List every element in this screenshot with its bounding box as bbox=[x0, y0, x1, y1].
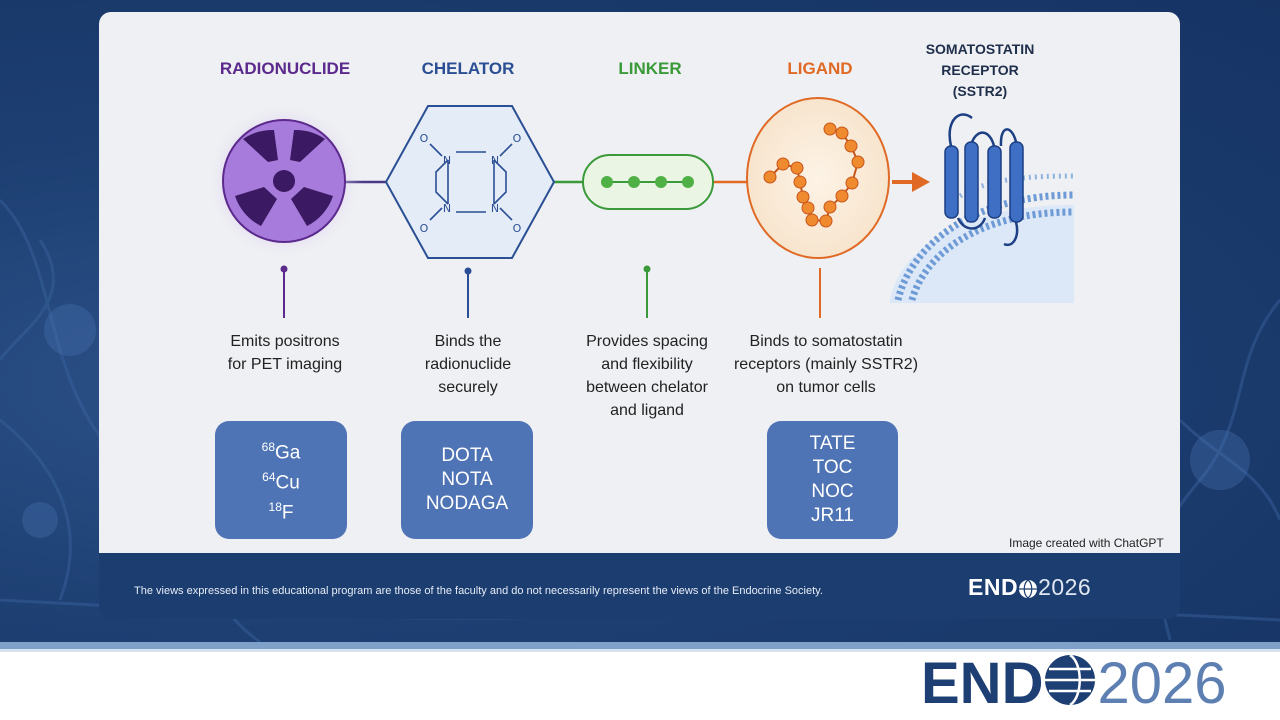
endo-logo-large: END 2026 bbox=[921, 651, 1227, 717]
example-item: NOTA bbox=[441, 469, 493, 490]
desc-line: radionuclide bbox=[424, 356, 512, 373]
atom-n: N bbox=[491, 202, 499, 215]
atom-n: N bbox=[443, 154, 451, 167]
atom-o: O bbox=[420, 132, 429, 145]
pin-radionuclide bbox=[280, 265, 288, 318]
receptor-line: (SSTR2) bbox=[952, 83, 1008, 99]
atom-o: O bbox=[420, 222, 429, 235]
heading-chelator: CHELATOR bbox=[421, 59, 515, 78]
receptor-membrane-icon bbox=[890, 113, 1075, 303]
desc-line: for PET imaging bbox=[227, 356, 343, 373]
desc-line: securely bbox=[438, 379, 498, 396]
linker-icon bbox=[582, 154, 714, 210]
desc-line: and ligand bbox=[610, 402, 684, 419]
desc-line: receptors (mainly SSTR2) bbox=[733, 356, 919, 373]
globe-icon bbox=[1045, 653, 1096, 707]
desc-radionuclide: Emits positrons for PET imaging bbox=[205, 330, 365, 376]
chelator-ring-icon: N N N N O O O O bbox=[384, 105, 556, 259]
isotope-ga: 68Ga bbox=[262, 435, 301, 465]
isotope-mass: 64 bbox=[262, 469, 276, 484]
arrow-icon bbox=[912, 172, 930, 192]
heading-linker: LINKER bbox=[618, 59, 682, 78]
example-item: NODAGA bbox=[425, 493, 509, 514]
heading-receptor: SOMATOSTATIN RECEPTOR (SSTR2) bbox=[910, 39, 1050, 102]
atom-o: O bbox=[513, 132, 522, 145]
footer-band bbox=[99, 553, 1180, 619]
disclaimer-text: The views expressed in this educational … bbox=[134, 585, 823, 597]
endo-logo-small: END 2026 bbox=[968, 574, 1091, 601]
atom-n: N bbox=[443, 202, 451, 215]
divider-stripe-light bbox=[0, 649, 1280, 652]
example-item: NOC bbox=[811, 481, 854, 502]
isotope-symbol: Cu bbox=[275, 472, 300, 494]
brand-text: END bbox=[921, 651, 1044, 716]
diagram-graphics: N N N N O O O O bbox=[206, 97, 1075, 318]
isotope-f: 18F bbox=[269, 495, 294, 525]
receptor-line: SOMATOSTATIN bbox=[925, 41, 1035, 57]
desc-ligand: Binds to somatostatin receptors (mainly … bbox=[726, 330, 926, 399]
brand-year: 2026 bbox=[1038, 574, 1092, 600]
atom-o: O bbox=[513, 222, 522, 235]
pin-linker bbox=[643, 265, 651, 318]
desc-line: Binds the bbox=[434, 333, 502, 350]
examples-radionuclide: 68Ga 64Cu 18F bbox=[215, 421, 347, 539]
examples-chelator: DOTA NOTA NODAGA bbox=[401, 421, 533, 539]
examples-ligand: TATE TOC NOC JR11 bbox=[767, 421, 898, 539]
example-item: TATE bbox=[809, 433, 856, 454]
pin-chelator bbox=[464, 267, 472, 318]
isotope-cu: 64Cu bbox=[262, 465, 300, 495]
desc-chelator: Binds the radionuclide securely bbox=[393, 330, 543, 399]
image-credit: Image created with ChatGPT bbox=[1009, 536, 1164, 550]
desc-line: Emits positrons bbox=[230, 333, 340, 350]
isotope-symbol: Ga bbox=[275, 441, 301, 463]
receptor-line: RECEPTOR bbox=[941, 62, 1019, 78]
desc-line: and flexibility bbox=[601, 356, 693, 373]
desc-line: Provides spacing bbox=[586, 333, 708, 350]
brand-text: END bbox=[968, 574, 1019, 600]
desc-linker: Provides spacing and flexibility between… bbox=[567, 330, 727, 422]
brand-year: 2026 bbox=[1097, 651, 1227, 716]
divider-stripe bbox=[0, 642, 1280, 649]
desc-line: Binds to somatostatin bbox=[749, 333, 903, 350]
radiation-icon bbox=[206, 103, 362, 259]
peptide-chain-icon bbox=[746, 97, 890, 259]
example-item: JR11 bbox=[811, 505, 854, 526]
isotope-mass: 68 bbox=[261, 439, 275, 454]
desc-line: on tumor cells bbox=[776, 379, 876, 396]
heading-radionuclide: RADIONUCLIDE bbox=[219, 59, 351, 78]
isotope-symbol: F bbox=[281, 502, 294, 524]
globe-icon bbox=[1019, 579, 1038, 599]
example-item: DOTA bbox=[441, 445, 493, 466]
desc-line: between chelator bbox=[586, 379, 708, 396]
example-item: TOC bbox=[812, 457, 853, 478]
atom-n: N bbox=[491, 154, 499, 167]
heading-ligand: LIGAND bbox=[787, 59, 853, 78]
isotope-mass: 18 bbox=[268, 500, 282, 515]
